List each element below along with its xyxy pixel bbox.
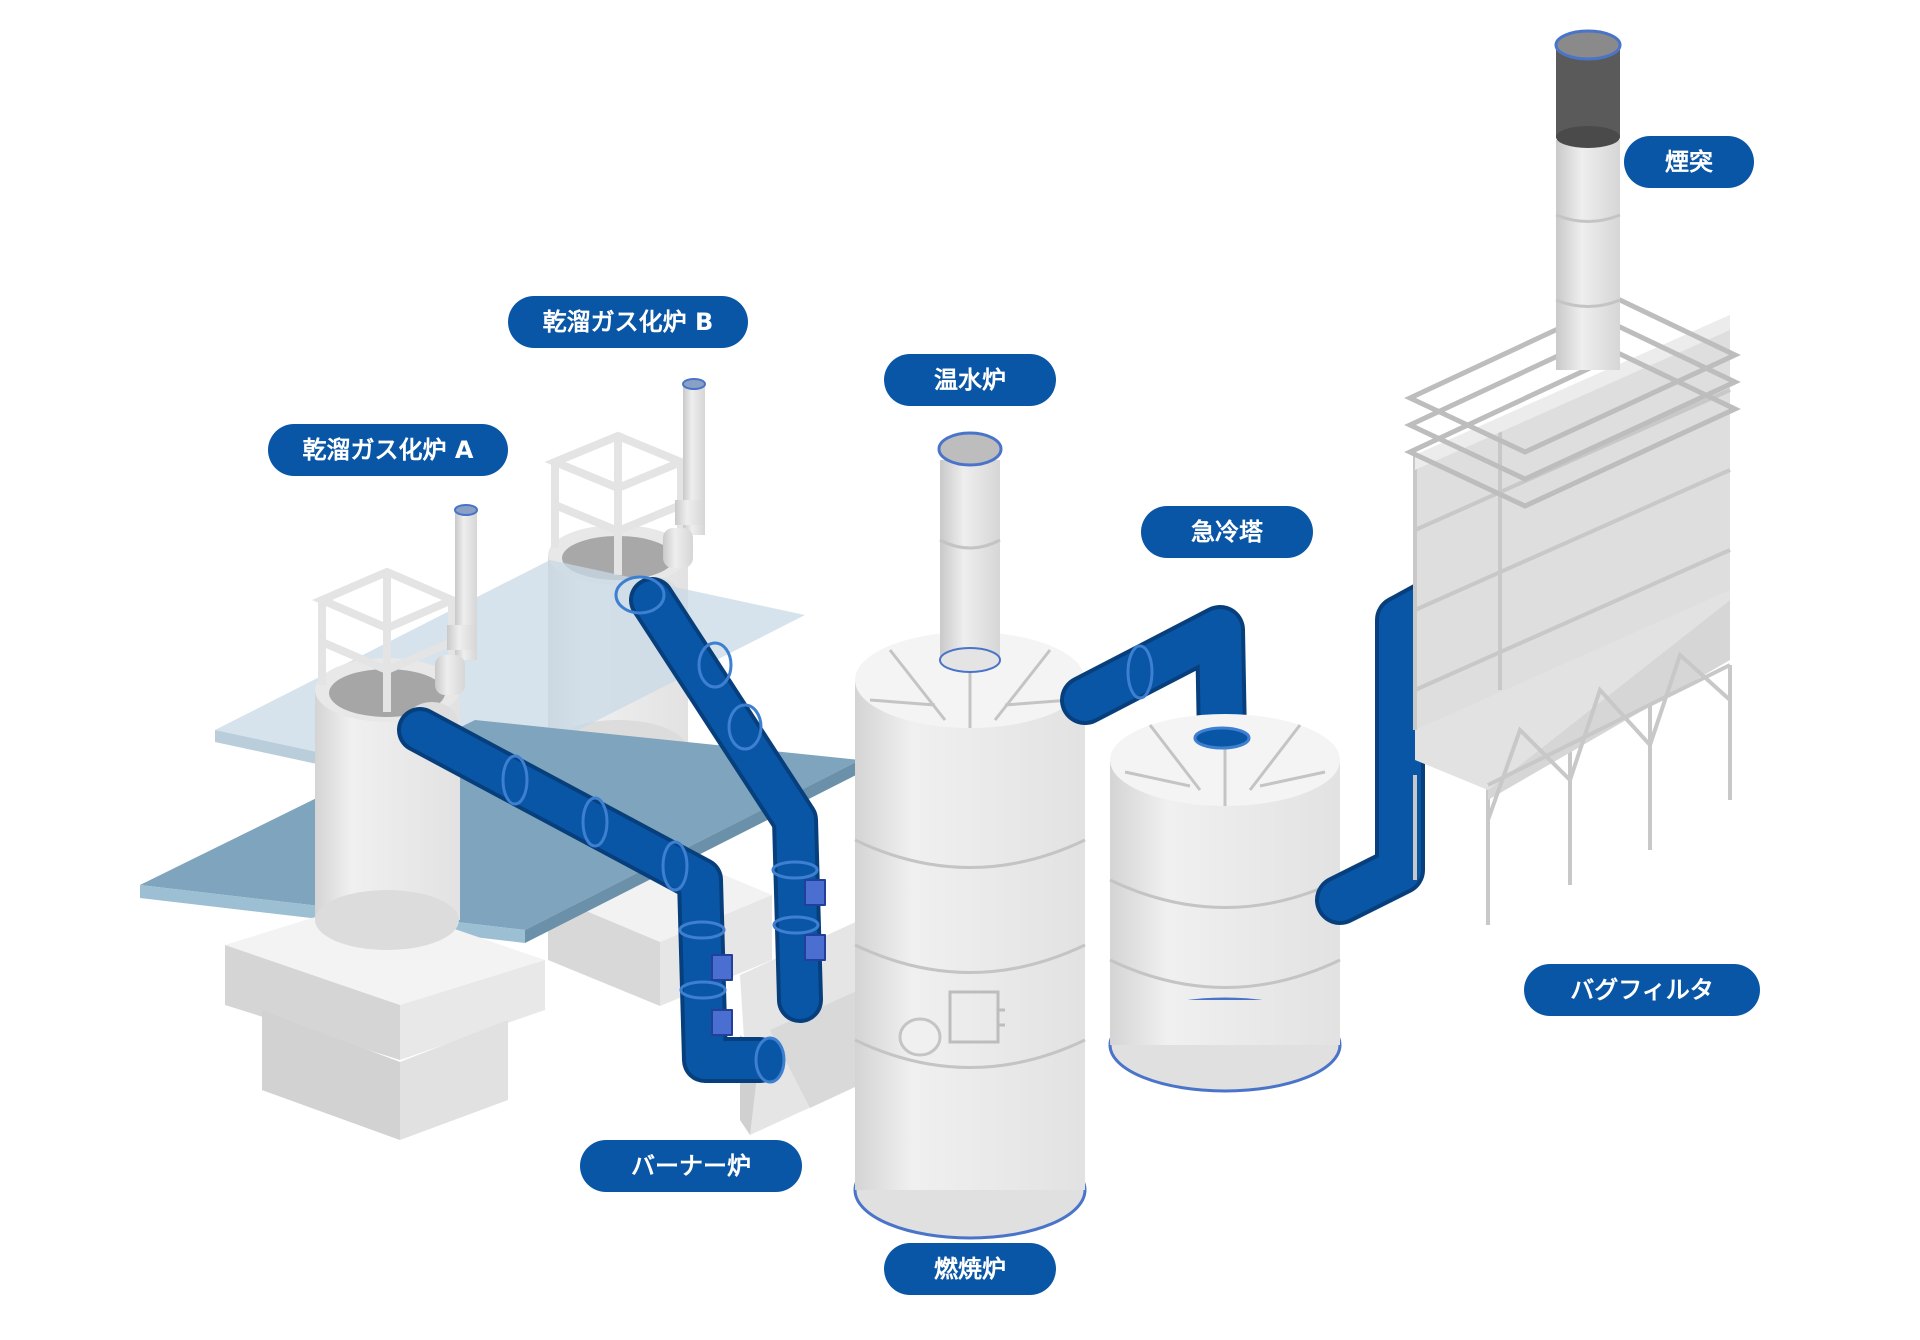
label-incinerator: 燃焼炉 [884,1243,1056,1295]
label-bag-filter: バグフィルタ [1524,964,1760,1016]
chimney [1554,29,1622,370]
label-hot-water-boiler: 温水炉 [884,354,1056,406]
label-burner-furnace: バーナー炉 [580,1140,802,1192]
duct-incinerator-quench [1060,605,1247,765]
bag-filter [1404,297,1741,925]
quench-tower [1108,714,1342,1093]
incinerator [853,431,1087,1240]
label-quench-tower: 急冷塔 [1141,506,1313,558]
label-chimney: 煙突 [1624,136,1754,188]
gas-ducts [397,575,826,1084]
label-gasifier-b: 乾溜ガス化炉 B [508,296,748,348]
label-gasifier-a: 乾溜ガス化炉 A [268,424,508,476]
